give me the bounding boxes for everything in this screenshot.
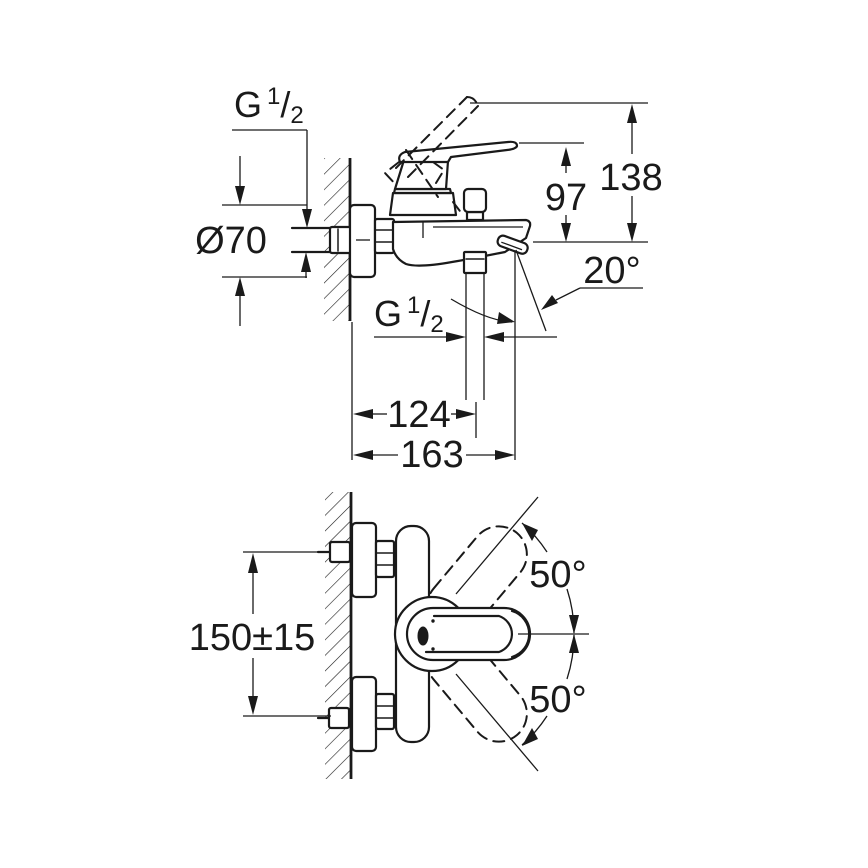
label-depth-124: 124 [387, 394, 450, 436]
union-nut [373, 217, 396, 255]
dimension-depth-163: 163 [353, 434, 515, 476]
swing-limit-line-lower [455, 673, 539, 772]
wall-hatch-plan [325, 492, 353, 779]
label-mount-distance: 150±15 [189, 617, 316, 659]
wall-hatch [324, 158, 353, 460]
dimension-depth-124: 124 [353, 394, 477, 438]
dimension-height-97: 97 [519, 142, 587, 242]
mount-lower [316, 675, 396, 753]
diverter-knob [462, 187, 488, 222]
label-diameter-70: Ø70 [195, 220, 267, 262]
label-angle-20: 20° [583, 250, 640, 292]
spout-outlet [496, 234, 529, 255]
dimension-diameter-70: Ø70 [195, 156, 307, 326]
temperature-indicator [417, 626, 429, 646]
escutcheon-flange [348, 203, 377, 279]
side-view: G1/2 Ø70 97 [195, 83, 663, 476]
lever-raised-dashed [384, 96, 479, 216]
dimension-height-138: 138 [470, 102, 663, 243]
annotation-swing-lower-50: 50° [521, 634, 587, 746]
lever-handle [398, 140, 519, 164]
swing-limit-line-upper [455, 496, 539, 595]
faucet-body [391, 218, 532, 267]
annotation-spout-angle-20: 20° [450, 249, 643, 460]
supply-stub [290, 225, 355, 255]
label-height-97: 97 [545, 177, 587, 219]
lever-swung-upper-dashed [426, 525, 528, 636]
lever-swung-lower-dashed [426, 632, 528, 743]
cartridge-base [388, 158, 458, 217]
label-height-138: 138 [599, 157, 662, 199]
faucet-body-plan [393, 524, 532, 744]
dimension-mount-distance-150: 150±15 [189, 551, 331, 717]
label-swing-upper: 50° [529, 554, 586, 596]
annotation-swing-upper-50: 50° [518, 522, 589, 635]
label-depth-163: 163 [400, 434, 463, 476]
shower-outlet-pipe [462, 250, 488, 400]
label-swing-lower: 50° [529, 679, 586, 721]
plan-view: 150±15 50° 50° [189, 492, 589, 779]
